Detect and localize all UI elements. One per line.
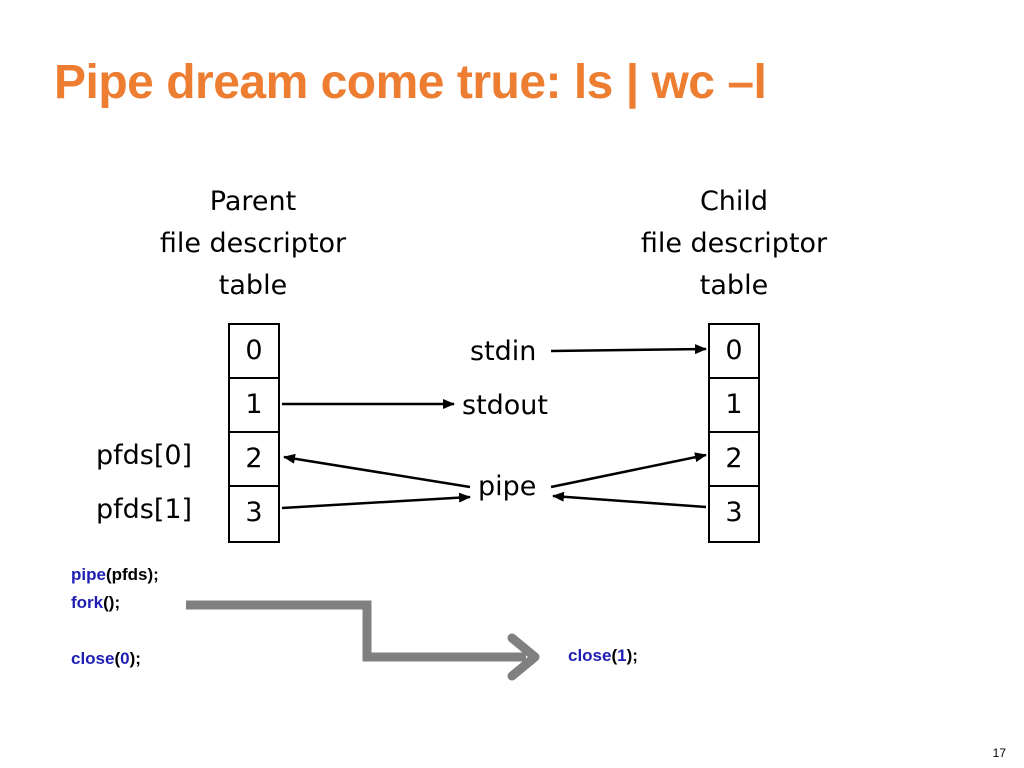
child-close-end: ); (626, 646, 638, 665)
parent-fd-0: 0 (230, 325, 278, 379)
parent-fd-1: 1 (230, 379, 278, 433)
child-close-fd: 1 (617, 646, 627, 665)
parent-close-call: close (71, 649, 115, 668)
parent-close-open: ( (114, 649, 121, 668)
arrow-child-3-to-pipe (552, 491, 707, 509)
parent-code-block: pipe(pfds); fork(); close(0); (71, 561, 159, 673)
pipe-args: (pfds); (105, 565, 159, 584)
child-heading-line1: Child (699, 186, 769, 217)
parent-table-heading: Parent file descriptor table (133, 181, 373, 307)
parent-heading-line1: Parent (209, 186, 297, 217)
child-table-heading: Child file descriptor table (614, 181, 854, 307)
parent-close-fd: 0 (120, 649, 130, 668)
page-number: 17 (992, 746, 1006, 760)
fork-call: fork (71, 593, 104, 612)
arrow-pipe-to-parent-2 (283, 453, 471, 489)
fork-args: (); (103, 593, 121, 612)
code-line-fork: fork(); (71, 589, 159, 617)
pipe-label: pipe (478, 471, 537, 502)
arrow-stdin-to-child-0 (550, 344, 707, 355)
pipe-call: pipe (71, 565, 106, 584)
child-heading-line3: table (699, 270, 769, 301)
parent-heading-line2: file descriptor (159, 228, 347, 259)
parent-fd-2: 2 (230, 433, 278, 487)
child-fd-2: 2 (710, 433, 758, 487)
code-blank-line (71, 617, 159, 645)
child-close-call: close (568, 646, 612, 665)
child-fd-0: 0 (710, 325, 758, 379)
parent-fd-table: 0 1 2 3 (228, 323, 280, 543)
child-fd-3: 3 (725, 497, 743, 528)
code-line-pipe: pipe(pfds); (71, 561, 159, 589)
pfds0-label: pfds[0] (96, 440, 193, 471)
child-close-open: ( (611, 646, 618, 665)
arrow-parent-3-to-pipe (281, 492, 471, 510)
parent-fd-3: 3 (245, 497, 263, 528)
stdout-label: stdout (462, 390, 549, 421)
child-heading-line2: file descriptor (640, 228, 828, 259)
fork-flow-arrow (186, 600, 526, 662)
parent-heading-line3: table (218, 270, 288, 301)
child-fd-1: 1 (710, 379, 758, 433)
stdin-label: stdin (470, 336, 537, 367)
child-code-block: close(1); (568, 642, 638, 670)
parent-close-end: ); (129, 649, 141, 668)
fork-flow-arrowhead (507, 633, 540, 681)
pfds1-label: pfds[1] (96, 494, 193, 525)
code-line-child-close: close(1); (568, 642, 638, 670)
code-line-parent-close: close(0); (71, 645, 159, 673)
slide-title: Pipe dream come true: ls | wc –l (54, 56, 767, 109)
arrow-pipe-to-child-2 (550, 452, 707, 489)
child-fd-table: 0 1 2 3 (708, 323, 760, 543)
